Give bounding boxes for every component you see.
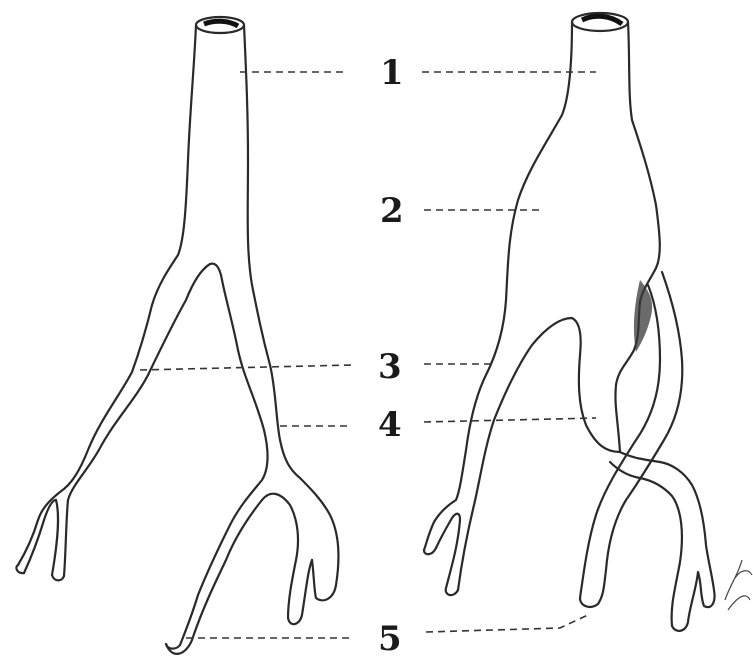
leader-5-right — [426, 614, 590, 632]
label-5: 5 — [378, 619, 402, 659]
right-aorta-lumen — [582, 16, 622, 24]
leader-lines — [140, 72, 596, 638]
label-2: 2 — [380, 191, 404, 231]
label-4: 4 — [378, 405, 402, 445]
left-aorta-outline-left — [18, 25, 196, 565]
left-aorta-lumen — [204, 21, 238, 26]
right-aneurysm-outline-left — [424, 22, 572, 550]
label-1: 1 — [380, 53, 404, 93]
right-vessel-figure — [424, 13, 715, 631]
label-3: 3 — [378, 347, 402, 387]
right-aneurysm-outline-right — [615, 22, 659, 452]
left-vessel-figure — [16, 17, 338, 654]
left-aorta-outline-right — [244, 25, 338, 600]
artist-signature — [725, 560, 752, 610]
leader-3-left — [140, 365, 352, 370]
leader-4-right — [424, 418, 596, 422]
